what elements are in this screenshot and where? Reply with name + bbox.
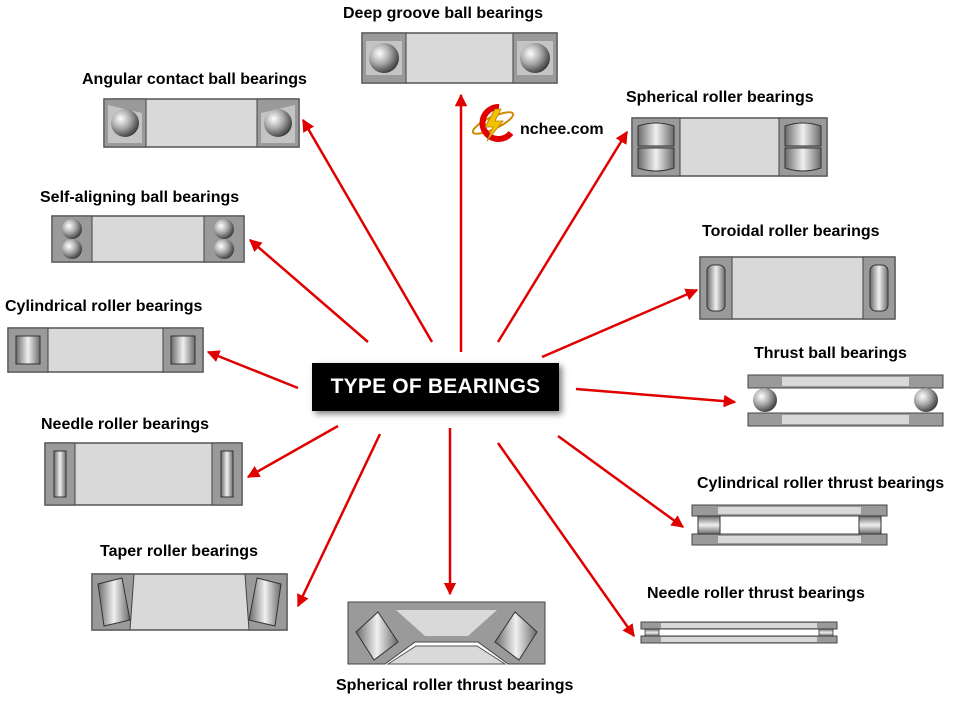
- label-angular-contact: Angular contact ball bearings: [82, 71, 307, 88]
- arrow-thrust-ball: [575, 387, 737, 408]
- label-deep-groove: Deep groove ball bearings: [343, 5, 544, 22]
- arrow-toroidal: [541, 288, 699, 359]
- arrow-needle-roller: [246, 424, 339, 479]
- center-title: TYPE OF BEARINGS: [312, 363, 559, 411]
- arrow-needle-thrust: [496, 442, 636, 638]
- label-cylindrical-roller: Cylindrical roller bearings: [5, 298, 203, 315]
- arrow-spherical-roller: [496, 130, 629, 343]
- needle-roller-bearing-drawing: [44, 442, 243, 506]
- arrows: [206, 93, 737, 638]
- spherical-roller-bearing-drawing: [631, 117, 828, 177]
- spherical-thrust-bearing-drawing: [347, 601, 546, 665]
- arrow-self-aligning: [249, 239, 369, 343]
- cylindrical-thrust-bearing-drawing: [691, 504, 888, 546]
- thrust-ball-bearing-drawing: [747, 374, 944, 427]
- arrow-angular-contact: [301, 118, 434, 343]
- angular-contact-bearing-drawing: [103, 98, 300, 148]
- label-taper-roller: Taper roller bearings: [100, 543, 258, 560]
- label-toroidal: Toroidal roller bearings: [702, 223, 880, 240]
- label-spherical-thrust: Spherical roller thrust bearings: [336, 677, 574, 694]
- deep-groove-bearing-drawing: [361, 32, 558, 84]
- label-self-aligning: Self-aligning ball bearings: [40, 189, 240, 206]
- watermark-text: nchee.com: [520, 121, 604, 138]
- label-cylindrical-thrust: Cylindrical roller thrust bearings: [697, 475, 945, 492]
- self-aligning-bearing-drawing: [51, 215, 245, 263]
- label-needle-thrust: Needle roller thrust bearings: [647, 585, 865, 602]
- arrow-cylindrical-thrust: [557, 434, 685, 529]
- label-spherical-roller: Spherical roller bearings: [626, 89, 814, 106]
- taper-roller-bearing-drawing: [91, 573, 288, 631]
- cylindrical-roller-bearing-drawing: [7, 327, 204, 373]
- site-logo-icon: [471, 103, 515, 142]
- toroidal-bearing-drawing: [699, 256, 896, 320]
- arrow-cylindrical-roller: [206, 350, 299, 390]
- arrow-taper-roller: [296, 433, 382, 608]
- label-needle-roller: Needle roller bearings: [41, 416, 210, 433]
- needle-thrust-bearing-drawing: [640, 621, 838, 644]
- label-thrust-ball: Thrust ball bearings: [754, 345, 907, 362]
